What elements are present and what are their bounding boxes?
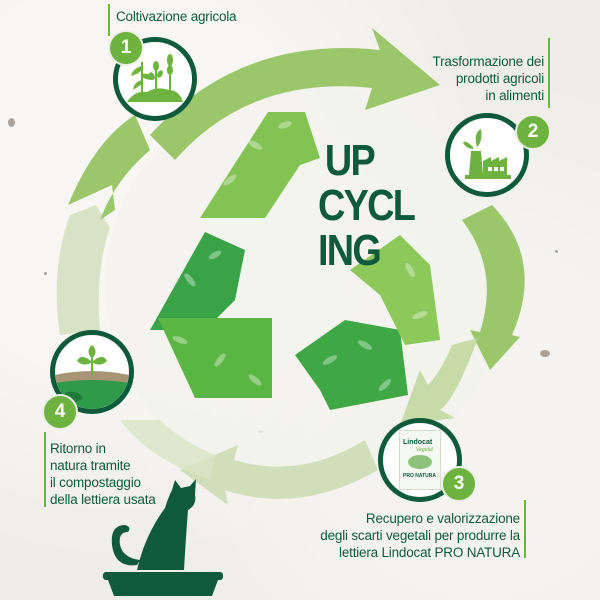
paper-speck	[555, 250, 558, 253]
step3-label-bar	[524, 500, 526, 558]
title-line-1: UP	[324, 136, 376, 185]
paper-speck	[44, 272, 47, 275]
step3-label: Recupero e valorizzazione degli scarti v…	[320, 511, 520, 560]
title-line-2: CYCL	[318, 181, 416, 230]
upcycling-title: UP CYCL ING	[318, 136, 416, 275]
arrow-step1-to-2	[150, 28, 440, 160]
factory-leaf-icon	[463, 129, 511, 179]
step2-number-badge: 2	[515, 114, 551, 150]
step3-number-badge: 3	[441, 466, 477, 502]
step4-number-badge: 4	[42, 394, 78, 430]
paper-speck	[8, 118, 15, 127]
step1-label-bar	[108, 4, 110, 36]
step1-label: Coltivazione agricola	[116, 9, 237, 24]
step2-label-bar	[548, 38, 550, 108]
step4-label: Ritorno in natura tramite il compostaggi…	[50, 441, 156, 507]
step4-label-bar	[44, 432, 46, 507]
title-line-3: ING	[318, 226, 382, 275]
step4-circle	[50, 330, 134, 414]
paper-speck	[540, 350, 550, 357]
crops-icon	[127, 54, 183, 102]
recycle-leaves-icon	[150, 112, 440, 410]
step1-circle	[113, 37, 197, 121]
step1-number-badge: 1	[108, 30, 144, 66]
step2-label: Trasformazione dei prodotti agricoli in …	[432, 54, 545, 103]
cat-litter-box-icon	[103, 479, 223, 596]
litter-bag-icon: Lindocat Vegetal PRO NATURA	[399, 430, 441, 490]
